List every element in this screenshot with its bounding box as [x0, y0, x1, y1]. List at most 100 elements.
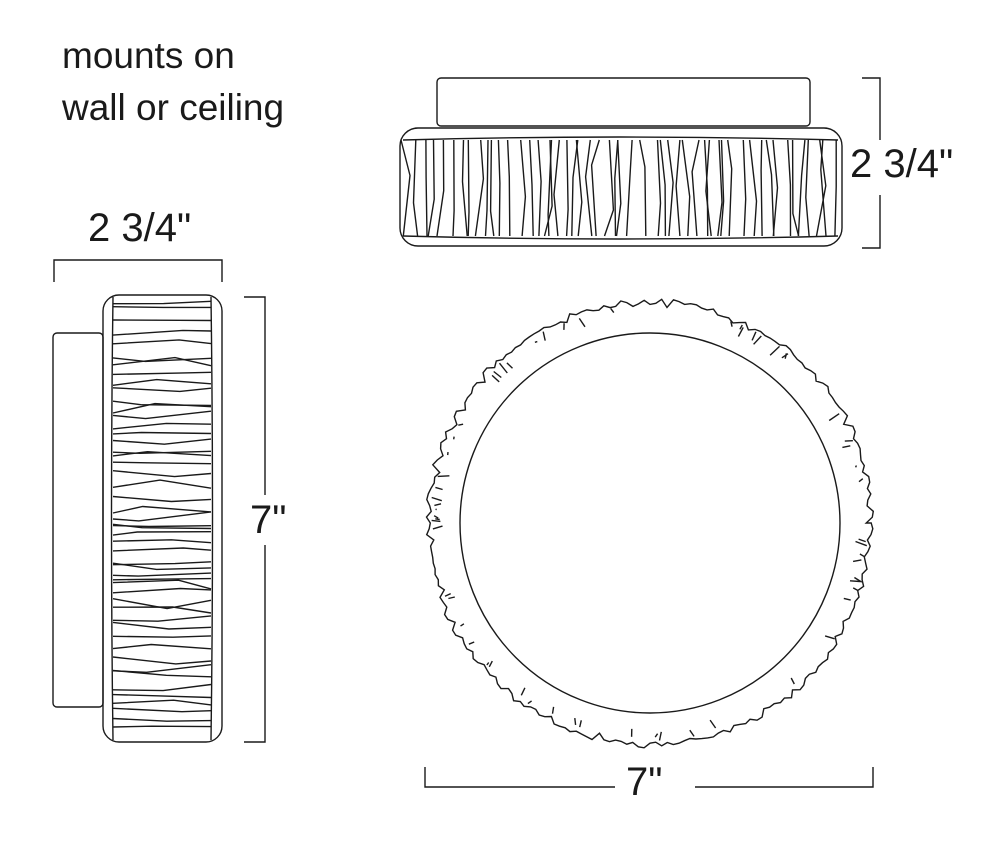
rim-mark: [849, 580, 861, 583]
rim-mark: [488, 660, 493, 668]
texture-line: [742, 139, 747, 237]
texture-line: [760, 139, 763, 237]
texture-line: [467, 139, 470, 237]
front-shade-outline: [399, 127, 843, 247]
bottom-diameter-bracket: [424, 767, 615, 788]
texture-line: [452, 139, 455, 237]
texture-line: [112, 587, 212, 594]
texture-line: [506, 139, 511, 237]
rim-mark: [448, 596, 455, 600]
rim-mark: [739, 324, 743, 330]
texture-line: [112, 656, 212, 665]
texture-line: [720, 139, 725, 237]
rim-mark: [855, 540, 868, 547]
rim-mark: [859, 553, 866, 558]
texture-line: [474, 139, 485, 237]
texture-line: [112, 329, 212, 336]
texture-line: [112, 707, 212, 713]
texture-line: [425, 139, 428, 237]
rim-mark: [527, 700, 533, 705]
bottom-diameter-bracket-right: [695, 767, 874, 788]
texture-line: [112, 539, 212, 544]
texture-line: [112, 356, 212, 367]
side-view: [52, 294, 223, 743]
side-crystal-texture: [110, 296, 214, 741]
mounting-note: mounts on wall or ceiling: [62, 30, 284, 134]
rim-mark: [842, 445, 851, 449]
rim-mark: [781, 353, 789, 359]
texture-line: [112, 495, 212, 503]
texture-line: [112, 621, 212, 630]
texture-line: [112, 319, 212, 322]
texture-line: [497, 139, 501, 237]
rim-mark: [824, 635, 835, 640]
texture-line: [112, 387, 212, 393]
front-height-bracket: [862, 77, 881, 140]
texture-line: [717, 139, 723, 237]
texture-line: [615, 139, 622, 237]
texture-line: [705, 139, 712, 237]
rim-mark: [858, 478, 864, 483]
bottom-view: [425, 298, 875, 749]
texture-line: [553, 139, 560, 237]
rim-mark: [654, 733, 659, 738]
rim-mark: [542, 331, 546, 341]
texture-line: [436, 139, 445, 237]
texture-line: [727, 139, 733, 237]
rim-mark: [574, 718, 577, 725]
rim-mark: [658, 731, 662, 741]
rim-mark: [578, 318, 586, 328]
texture-line: [791, 139, 800, 237]
rim-mark: [520, 687, 526, 696]
texture-edge: [110, 296, 114, 741]
bottom-rim-texture: [431, 307, 868, 741]
texture-line: [703, 139, 709, 237]
bottom-jagged-rim: [425, 298, 875, 749]
texture-line: [112, 461, 212, 465]
front-height-bracket-lower: [862, 195, 881, 249]
rim-mark: [432, 525, 443, 530]
mounting-note-line1: mounts on: [62, 35, 235, 76]
texture-line: [834, 140, 837, 237]
texture-edge: [210, 296, 214, 741]
texture-line: [112, 598, 212, 610]
texture-line: [112, 669, 212, 678]
side-height-bracket: [244, 296, 266, 495]
texture-line: [484, 139, 489, 237]
texture-line: [412, 139, 419, 237]
front-canopy: [436, 77, 811, 127]
texture-line: [575, 139, 583, 237]
rim-mark: [437, 475, 450, 478]
rim-mark: [784, 353, 788, 359]
texture-line: [112, 511, 212, 522]
texture-line: [112, 683, 212, 692]
rim-mark: [444, 592, 451, 597]
texture-line: [112, 562, 212, 571]
texture-line: [112, 479, 212, 489]
texture-line: [489, 139, 495, 237]
rim-mark: [753, 335, 762, 345]
rim-mark: [506, 362, 513, 369]
texture-line: [748, 139, 758, 237]
texture-line: [112, 410, 212, 420]
rim-mark: [751, 331, 757, 341]
texture-line: [112, 450, 212, 457]
rim-mark: [486, 662, 490, 666]
bottom-diffuser: [459, 332, 841, 714]
rim-mark: [460, 623, 465, 627]
texture-line: [787, 139, 792, 237]
front-height-label: 2 3/4": [850, 142, 954, 187]
side-shade-outline: [102, 294, 223, 743]
texture-line: [614, 139, 619, 237]
rim-mark: [468, 641, 475, 645]
rim-mark: [769, 345, 780, 356]
texture-line: [797, 139, 806, 237]
rim-mark: [435, 518, 440, 521]
texture-line: [112, 579, 212, 590]
rim-mark: [852, 559, 862, 563]
texture-line: [112, 371, 212, 376]
rim-mark: [858, 538, 866, 543]
texture-edge: [402, 235, 839, 240]
texture-line: [112, 402, 212, 414]
